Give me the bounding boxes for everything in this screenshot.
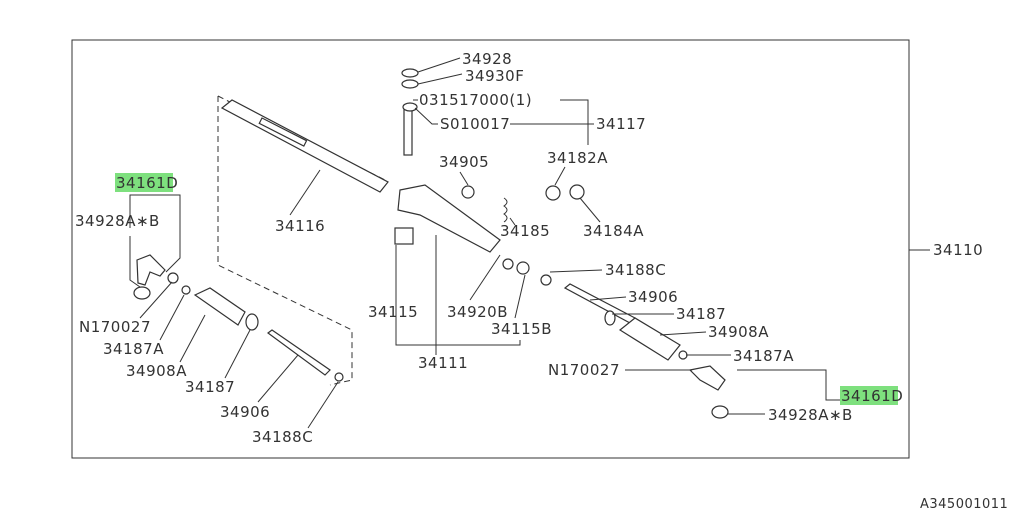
label-34188C-left[interactable]: 34188C <box>252 428 313 446</box>
label-34116[interactable]: 34116 <box>275 217 325 235</box>
label-34930F[interactable]: 34930F <box>465 67 524 85</box>
gear-housing-34111[interactable] <box>394 68 501 253</box>
label-34920B[interactable]: 34920B <box>447 303 508 321</box>
label-34908A-left[interactable]: 34908A <box>126 362 187 380</box>
label-34110[interactable]: 34110 <box>933 241 983 259</box>
label-34188C-right[interactable]: 34188C <box>605 261 666 279</box>
label-34928[interactable]: 34928 <box>462 50 512 68</box>
exploded-outline-left <box>217 96 353 386</box>
label-34187A-left[interactable]: 34187A <box>103 340 164 358</box>
label-34184A[interactable]: 34184A <box>583 222 644 240</box>
label-34111[interactable]: 34111 <box>418 354 468 372</box>
label-34908A-right[interactable]: 34908A <box>708 323 769 341</box>
label-34187A-right[interactable]: 34187A <box>733 347 794 365</box>
leader-lines <box>129 57 930 429</box>
label-34928AB-right[interactable]: 34928A∗B <box>768 406 853 424</box>
label-34182A[interactable]: 34182A <box>547 149 608 167</box>
diagram-code: A345001011 <box>920 497 1008 511</box>
label-34161D-left[interactable]: 34161D <box>116 174 178 192</box>
label-34187-left[interactable]: 34187 <box>185 378 235 396</box>
label-34115[interactable]: 34115 <box>368 303 418 321</box>
label-34187-right[interactable]: 34187 <box>676 305 726 323</box>
label-34161D-right[interactable]: 34161D <box>841 387 903 405</box>
label-S010017[interactable]: S010017 <box>440 115 510 133</box>
label-34185[interactable]: 34185 <box>500 222 550 240</box>
highlight-34161D-right <box>840 386 898 405</box>
label-34905[interactable]: 34905 <box>439 153 489 171</box>
highlight-34161D-left <box>115 173 173 192</box>
label-N170027-right[interactable]: N170027 <box>548 361 620 379</box>
label-031517000[interactable]: 031517000(1) <box>419 91 532 109</box>
label-34117[interactable]: 34117 <box>596 115 646 133</box>
label-N170027-left[interactable]: N170027 <box>79 318 151 336</box>
label-34115B[interactable]: 34115B <box>491 320 552 338</box>
label-34928AB-left[interactable]: 34928A∗B <box>75 212 160 230</box>
label-34906-left[interactable]: 34906 <box>220 403 270 421</box>
label-34906-right[interactable]: 34906 <box>628 288 678 306</box>
diagram-frame <box>71 39 910 459</box>
part-labels: 34928 34930F 031517000(1) S010017 34117 … <box>75 50 983 446</box>
small-parts <box>133 184 729 419</box>
rack-tube-34116[interactable] <box>220 99 389 193</box>
